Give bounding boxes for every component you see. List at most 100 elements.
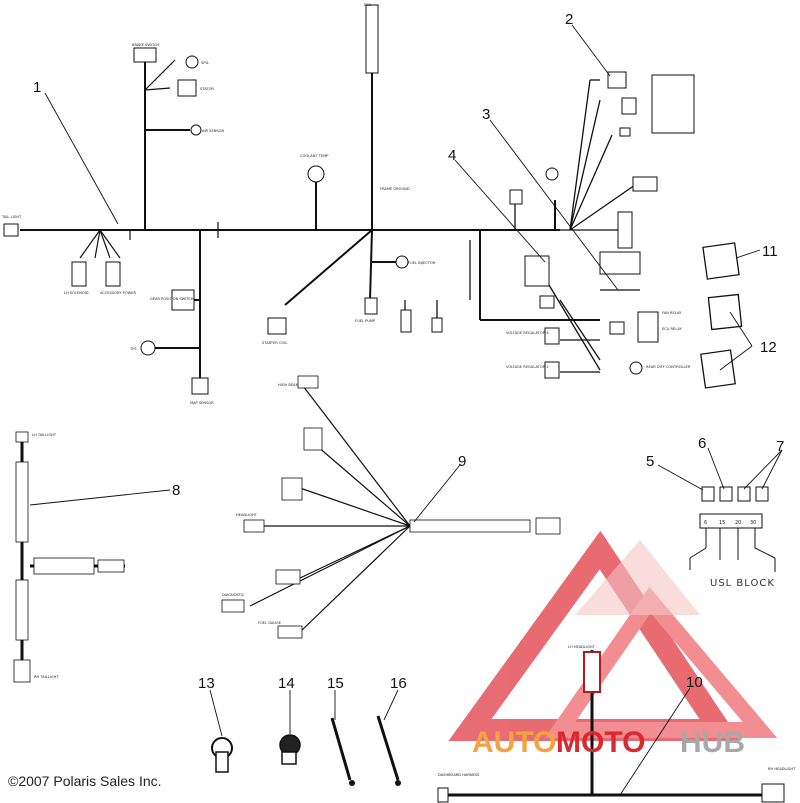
left-branches	[79, 59, 219, 259]
callout-16: 16	[390, 675, 407, 692]
coolant-temp-connector	[307, 165, 325, 183]
oil-pressure-sensor	[545, 167, 559, 181]
high-beam-label: HIGH BEAM	[278, 383, 299, 387]
connectors	[3, 4, 695, 395]
lh-solenoid-connector	[71, 261, 87, 287]
fuel-injector-connector	[395, 255, 409, 269]
rh-headlight-label: RH HEADLIGHT	[768, 767, 796, 771]
starter-coil-label: STARTER COIL	[262, 341, 287, 345]
harness-9-sleeve	[409, 519, 531, 533]
watermark-hub: HUB	[680, 726, 745, 759]
ecu-label: ECU	[364, 3, 372, 7]
lh-solenoid-label: LH SOLENOID	[64, 291, 89, 295]
lh-headlight-label: LH HEADLIGHT	[568, 645, 596, 649]
ecu-connector	[365, 4, 379, 74]
loose-parts	[211, 715, 401, 786]
stator-connector	[177, 79, 197, 97]
air-sensor-label: AIR SENSOR	[202, 129, 225, 133]
terminal-block-2	[621, 97, 637, 115]
main-harness	[20, 60, 600, 380]
fan-relay-label: FAN RELAY	[662, 311, 682, 315]
callout-11: 11	[762, 243, 778, 260]
callout-6: 6	[698, 435, 706, 452]
usl-block-label: USL BLOCK	[710, 578, 775, 589]
usl-fuse-30	[755, 486, 769, 502]
harness-9: HEADLIGHT DIAGNOSTIC FUEL GAUGE HIGH BEA…	[221, 375, 561, 639]
usl-pin-6: 6	[704, 520, 707, 526]
rear-diff-label: REAR DIFF CONTROLLER	[646, 365, 691, 369]
callout-15: 15	[327, 675, 344, 692]
usl-fuse-20	[737, 486, 751, 502]
fuse-box	[599, 251, 641, 275]
terminal-block-3	[619, 127, 631, 137]
callout-8: 8	[172, 482, 180, 499]
map-sensor-label: MAP SENSOR	[190, 401, 214, 405]
diff-connector	[539, 295, 555, 309]
part-15	[330, 717, 352, 781]
component-labels: ECU TAIL LIGHT BRAKE SWITCH SPD. STATOR …	[1, 3, 691, 405]
relay-panel	[637, 311, 659, 343]
callout-3: 3	[482, 106, 490, 123]
fuel-injector-label: FUEL INJECTOR	[408, 261, 436, 265]
ecu-relay-label: ECU RELAY	[662, 327, 683, 331]
usl-pin-30: 30	[750, 520, 756, 526]
harness-10: LH HEADLIGHT DASHBOARD HARNESS RH HEADLI…	[437, 645, 796, 803]
voltage-regulator-4	[544, 327, 560, 345]
callout-13: 13	[198, 675, 215, 692]
relay-12b	[700, 349, 736, 389]
leader-lines	[29, 24, 783, 796]
fuel-gauge-label: FUEL GAUGE	[258, 621, 282, 625]
fuel-pump-label: FUEL PUMP	[355, 319, 376, 323]
lh-taillight-label: LH TAILLIGHT	[32, 433, 57, 437]
stator-label: STATOR	[200, 87, 214, 91]
terminal-panel	[651, 74, 695, 134]
taillight-harness: LH TAILLIGHT RH TAILLIGHT	[13, 431, 125, 683]
watermark-text: AUTO MOTO HUB	[472, 726, 745, 759]
watermark-auto: AUTO	[472, 726, 556, 759]
tps-label: TPS	[129, 347, 137, 351]
callout-4: 4	[448, 147, 456, 164]
watermark-moto: MOTO	[556, 726, 645, 759]
air-sensor-connector	[190, 124, 202, 136]
usl-fuse-6	[701, 486, 715, 502]
relay-harness	[524, 255, 550, 287]
part-16	[376, 715, 400, 781]
tail-light-label: TAIL LIGHT	[1, 215, 22, 219]
lh-headlight-connector	[583, 651, 601, 693]
accessory-power-connector	[105, 261, 121, 287]
tail-light-connector	[3, 223, 19, 237]
callout-9: 9	[458, 453, 466, 470]
relay-11	[702, 242, 740, 280]
solenoid-connector	[632, 176, 658, 192]
callout-10: 10	[686, 674, 703, 691]
spd-label: SPD.	[201, 61, 209, 65]
callout-12: 12	[760, 339, 777, 356]
callout-numbers: 1 2 3 4 5 6 7 8 9 10 11 12 13 14 15 16	[33, 11, 784, 692]
accessory-power-label: ACCESSORY POWER	[100, 291, 136, 295]
aux-connector	[431, 317, 443, 333]
callout-2: 2	[565, 11, 573, 28]
callout-5: 5	[646, 453, 654, 470]
usl-block: 6 15 20 30 USL BLOCK	[689, 486, 776, 589]
brake-switch-label: BRAKE SWITCH	[132, 43, 159, 47]
fuel-pump-connector	[364, 297, 378, 315]
rh-taillight-label: RH TAILLIGHT	[34, 675, 59, 679]
tps-connector	[140, 340, 156, 356]
voltage-regulator-2-label: VOLTAGE REGULATOR 2	[506, 365, 549, 369]
mag-coil-connector	[400, 309, 412, 333]
copyright-text: ©2007 Polaris Sales Inc.	[8, 773, 162, 789]
usl-pin-20: 20	[735, 520, 741, 526]
voltage-regulator-2	[544, 361, 560, 379]
watermark-logo	[448, 530, 778, 741]
callout-1: 1	[33, 79, 41, 96]
headlight-panel	[617, 211, 633, 249]
frame-ground-label: FRAME GROUND	[380, 187, 410, 191]
usl-fuse-15	[719, 486, 733, 502]
gear-position-connector	[171, 289, 195, 311]
terminal-block-1	[607, 71, 627, 89]
usl-pin-15: 15	[719, 520, 725, 526]
spd-connector	[185, 55, 199, 69]
map-sensor-connector	[191, 377, 209, 395]
